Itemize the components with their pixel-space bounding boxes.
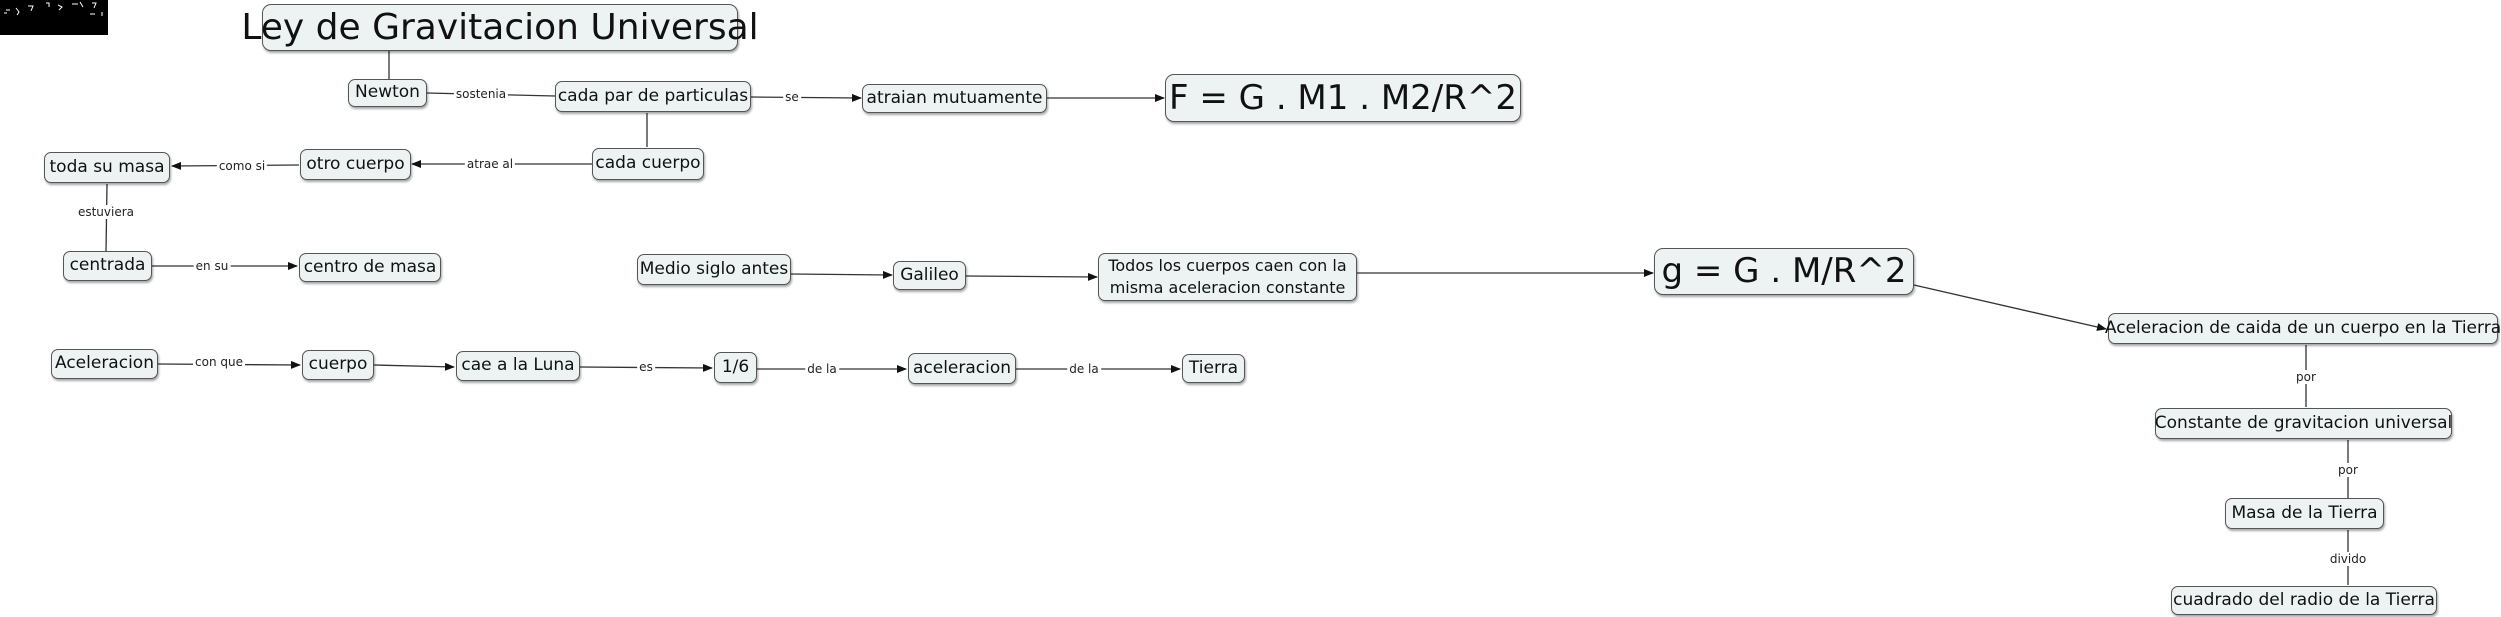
link-label-atrae-al: atrae al — [464, 157, 516, 171]
concept-masa-de-la-tierra[interactable]: Masa de la Tierra — [2225, 498, 2384, 529]
concept-title[interactable]: Ley de Gravitacion Universal — [241, 4, 759, 51]
concept-un-sexto[interactable]: 1/6 — [714, 352, 757, 383]
concept-aceleracion-luna[interactable]: aceleracion — [908, 353, 1016, 384]
concept-toda-su-masa[interactable]: toda su masa — [44, 152, 170, 183]
link-label-divido: divido — [2327, 552, 2369, 566]
concept-cuadrado-del-radio[interactable]: cuadrado del radio de la Tierra — [2171, 586, 2437, 615]
concept-atraian-mutuamente[interactable]: atraian mutuamente — [862, 84, 1047, 113]
concept-centro-de-masa[interactable]: centro de masa — [299, 253, 441, 282]
link-label-por-2: por — [2336, 463, 2360, 477]
link-label-sostenia: sostenia — [453, 87, 509, 101]
concept-formula-f[interactable]: F = G . M1 . M2/R^2 — [1165, 74, 1521, 122]
concept-newton[interactable]: Newton — [348, 79, 427, 107]
link-label-en-su: en su — [193, 259, 231, 273]
concept-formula-g[interactable]: g = G . M/R^2 — [1654, 248, 1914, 295]
link-label-estuviera: estuviera — [75, 205, 137, 219]
connector-galileo-todos — [965, 272, 1098, 281]
connector-formulag-aceleracion — [1913, 284, 2107, 331]
concept-otro-cuerpo[interactable]: otro cuerpo — [300, 149, 411, 180]
connector-cuerpo-caeluna — [373, 362, 455, 371]
link-label-de-la-2: de la — [1067, 362, 1101, 376]
link-label-con-que: con que — [193, 355, 245, 369]
concept-cada-cuerpo[interactable]: cada cuerpo — [592, 148, 704, 180]
concept-galileo[interactable]: Galileo — [893, 261, 966, 290]
concept-todos-los-cuerpos[interactable]: Todos los cuerpos caen con la misma acel… — [1098, 253, 1357, 301]
concept-medio-siglo-antes[interactable]: Medio siglo antes — [637, 254, 791, 285]
link-label-como-si: como si — [216, 159, 268, 173]
connector-mediosiglo-galileo — [790, 270, 893, 279]
connector-par-atraian — [750, 93, 862, 102]
concept-cae-a-la-luna[interactable]: cae a la Luna — [456, 351, 580, 381]
link-label-es: es — [637, 360, 655, 374]
concept-centrada[interactable]: centrada — [63, 251, 152, 281]
link-label-de-la-1: de la — [805, 362, 839, 376]
concept-cada-par-de-particulas[interactable]: cada par de particulas — [555, 81, 751, 112]
concept-aceleracion-de-caida[interactable]: Aceleracion de caida de un cuerpo en la … — [2105, 313, 2501, 344]
concept-cuerpo[interactable]: cuerpo — [302, 350, 374, 380]
concept-tierra[interactable]: Tierra — [1182, 354, 1245, 383]
thumbnail-preview — [0, 0, 108, 35]
link-label-se: se — [783, 90, 801, 104]
concept-constante-de-gravitacion[interactable]: Constante de gravitacion universal — [2155, 408, 2452, 439]
link-label-por-1: por — [2294, 370, 2318, 384]
concept-aceleracion[interactable]: Aceleracion — [51, 349, 158, 379]
